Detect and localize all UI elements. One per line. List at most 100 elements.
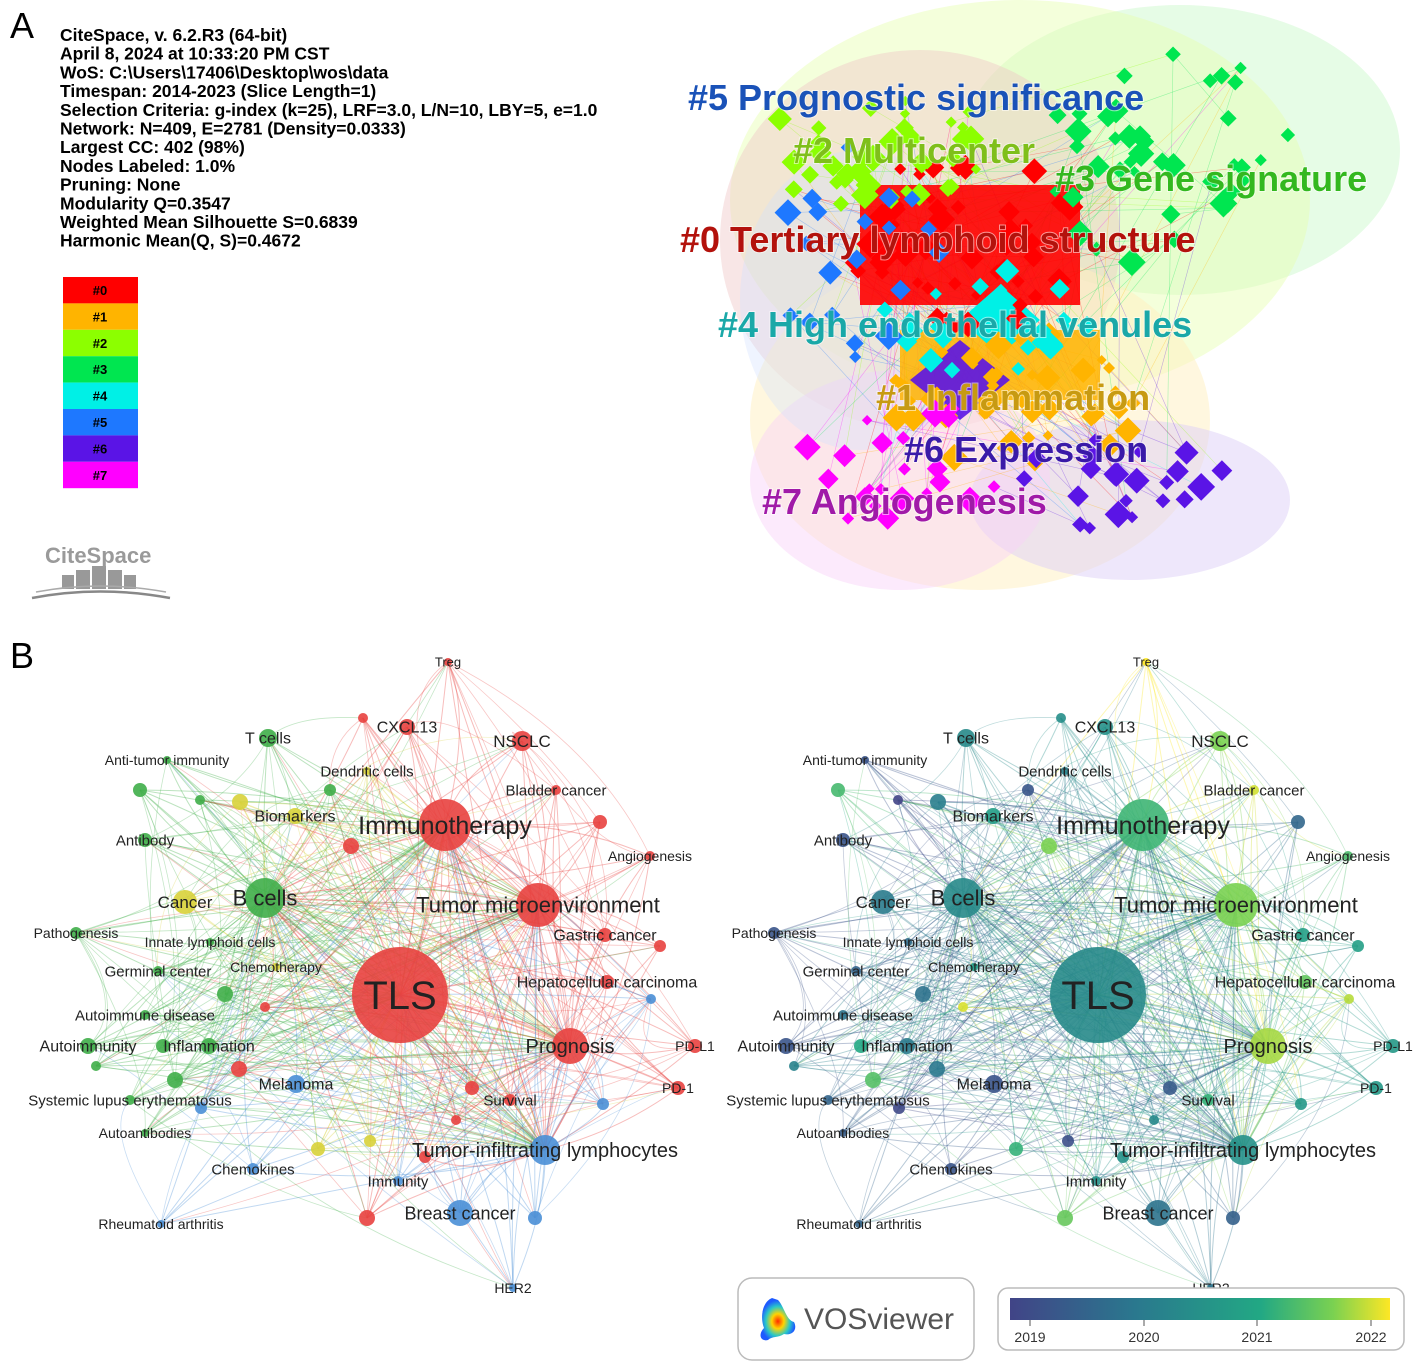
cluster-node (809, 134, 827, 152)
cluster-node (1049, 186, 1061, 198)
keyword-label: PD-1 (662, 1080, 694, 1096)
keyword-node (343, 838, 359, 854)
keyword-node (419, 1151, 431, 1163)
vos-overlay-nodes (768, 658, 1400, 1292)
keyword-node (1298, 975, 1312, 989)
keyword-node (778, 1038, 794, 1054)
keyword-label: Gastric cancer (553, 928, 657, 945)
cluster-node (1060, 321, 1073, 334)
cluster-node (794, 433, 821, 461)
keyword-label: Survival (1181, 1092, 1234, 1109)
cluster-node (1020, 325, 1033, 337)
cluster-node (1137, 133, 1155, 151)
cluster-node (1034, 364, 1061, 391)
cluster-node (921, 487, 933, 499)
cluster-node (974, 395, 999, 420)
info-line: CiteSpace, v. 6.2.R3 (64-bit) (60, 25, 287, 45)
cluster-node (1005, 307, 1029, 330)
keyword-label: Inflammation (861, 1039, 953, 1056)
keyword-label: PD-L1 (1373, 1038, 1413, 1054)
legend-key: #2 (93, 336, 107, 351)
keyword-node (399, 719, 415, 735)
keyword-node (1226, 1211, 1240, 1225)
panel-a-letter: A (10, 5, 34, 46)
cluster-node (1159, 474, 1175, 490)
cluster-label: #1 Inflammation (876, 377, 1150, 418)
legend-key: #3 (93, 362, 107, 377)
keyword-label: PD-1 (1360, 1080, 1392, 1096)
cluster-node (833, 444, 857, 468)
cluster-label: #7 Angiogenesis (762, 481, 1047, 522)
cluster-node (1109, 385, 1121, 397)
info-line: Timespan: 2014-2023 (Slice Length=1) (60, 81, 376, 101)
info-line: Largest CC: 402 (98%) (60, 137, 245, 157)
cluster-node (933, 329, 953, 349)
cluster-node (943, 361, 961, 379)
cluster-node (1097, 433, 1122, 458)
cluster-node (818, 260, 843, 285)
cluster-node (1187, 472, 1216, 501)
keyword-node (259, 729, 277, 747)
cluster-node (1020, 400, 1044, 424)
cluster-node (948, 276, 962, 291)
keyword-node (930, 794, 946, 810)
keyword-label: Biomarkers (255, 809, 336, 826)
keyword-node (363, 767, 371, 775)
legend-swatch (63, 435, 138, 462)
keyword-node (1149, 1115, 1159, 1125)
keyword-node (419, 799, 471, 851)
cluster-node (927, 198, 948, 219)
keyword-node (1210, 731, 1230, 751)
cluster-node (1165, 230, 1184, 249)
cluster-node (1103, 98, 1129, 124)
keyword-node (138, 833, 152, 847)
keyword-node (528, 1211, 542, 1225)
cluster-node (847, 159, 872, 184)
cluster-node (856, 213, 874, 230)
cluster-node (943, 149, 963, 168)
keyword-label: Systemic lupus erythematosus (726, 1092, 929, 1109)
cluster-color-legend: #0#1#2#3#4#5#6#7 (63, 277, 138, 489)
keyword-node (133, 783, 147, 797)
cluster-node (1071, 105, 1088, 122)
cluster-node (1221, 182, 1241, 202)
legend-key: #5 (93, 415, 107, 430)
cluster-node (900, 127, 923, 150)
keyword-node (598, 928, 612, 942)
cluster-node (1123, 467, 1150, 494)
cluster-node (1077, 315, 1097, 336)
cluster-node (894, 200, 905, 211)
cluster-node (913, 236, 938, 261)
keyword-node (1041, 838, 1057, 854)
cluster-node (1227, 158, 1241, 172)
cluster-node (900, 404, 927, 432)
cluster-node (1067, 485, 1089, 507)
legend-swatch (63, 382, 138, 409)
keyword-node (1295, 1098, 1307, 1110)
cluster-node (894, 163, 907, 176)
cluster-node (1111, 161, 1129, 179)
cluster-node (901, 312, 919, 330)
keyword-node (893, 1102, 905, 1114)
keyword-label: Immunity (1066, 1173, 1127, 1190)
cluster-node (1062, 186, 1084, 208)
cluster-node (1049, 278, 1070, 299)
keyword-node (768, 927, 780, 939)
keyword-node (836, 833, 850, 847)
cluster-node (949, 159, 967, 177)
keyword-label: Breast cancer (1102, 1203, 1213, 1223)
keyword-label: Germinal center (105, 963, 212, 980)
keyword-node (287, 808, 303, 824)
cluster-node (782, 307, 799, 324)
keyword-node (1097, 719, 1113, 735)
cluster-node (996, 234, 1018, 256)
keyword-label: Systemic lupus erythematosus (28, 1092, 231, 1109)
cluster-node (1042, 430, 1054, 441)
keyword-node (893, 795, 903, 805)
cluster-node (811, 120, 827, 136)
keyword-label: Melanoma (259, 1077, 334, 1094)
cluster-node (878, 128, 906, 156)
